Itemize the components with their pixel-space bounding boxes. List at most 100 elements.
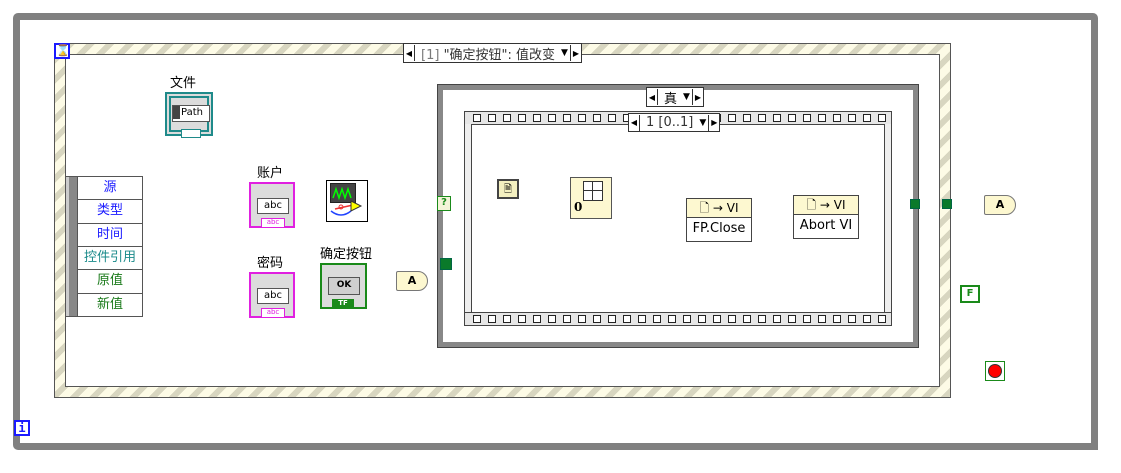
film-hole: [773, 315, 781, 323]
password-terminal[interactable]: abc abc: [249, 272, 295, 318]
false-constant[interactable]: F: [960, 285, 980, 303]
film-hole: [803, 114, 811, 122]
event-data-node[interactable]: 源类型时间控件引用原值新值: [65, 176, 143, 317]
ok-display: OK: [328, 277, 360, 295]
film-hole: [533, 315, 541, 323]
film-hole: [758, 114, 766, 122]
event-data-field[interactable]: 原值: [78, 270, 142, 294]
film-hole: [818, 114, 826, 122]
film-hole: [683, 315, 691, 323]
and-gate[interactable]: A: [396, 271, 428, 291]
film-hole: [488, 114, 496, 122]
film-hole: [773, 114, 781, 122]
this-vi-icon[interactable]: 🗎: [497, 179, 519, 199]
event-data-node-handle[interactable]: [66, 177, 78, 316]
event-data-field[interactable]: 源: [78, 177, 142, 201]
film-hole: [503, 315, 511, 323]
film-hole: [593, 114, 601, 122]
film-hole: [578, 315, 586, 323]
invoke-node-abort-vi[interactable]: 🗋 → VI Abort VI: [793, 195, 859, 239]
prev-case-arrow-icon[interactable]: ◀: [647, 89, 658, 105]
film-hole: [638, 315, 646, 323]
string-badge: abc: [261, 218, 285, 228]
invoke-method-name[interactable]: Abort VI: [799, 218, 853, 233]
iteration-terminal: i: [14, 420, 30, 436]
film-hole: [593, 315, 601, 323]
film-hole: [758, 315, 766, 323]
and-gate[interactable]: A: [984, 195, 1016, 215]
film-hole: [623, 315, 631, 323]
film-hole: [653, 315, 661, 323]
film-hole: [668, 315, 676, 323]
event-name: "确定按钮": 值改变: [443, 47, 556, 63]
film-hole: [563, 315, 571, 323]
stop-condition-terminal[interactable]: [985, 361, 1005, 381]
ok-button-terminal[interactable]: OK TF: [320, 263, 367, 309]
event-data-field[interactable]: 新值: [96, 296, 123, 312]
film-hole: [548, 114, 556, 122]
film-hole: [743, 315, 751, 323]
film-hole: [503, 114, 511, 122]
next-case-arrow-icon[interactable]: ▶: [569, 45, 581, 61]
case-selector[interactable]: ◀ 真 ▼ ▶: [646, 87, 704, 107]
film-hole: [488, 315, 496, 323]
path-display: Path: [172, 105, 210, 122]
invoke-method-name[interactable]: FP.Close: [692, 221, 746, 236]
invoke-node-fp-close[interactable]: 🗋 → VI FP.Close: [686, 198, 752, 242]
sequence-right-edge: [884, 124, 891, 313]
grid-icon: [583, 181, 603, 201]
film-hole: [833, 114, 841, 122]
case-selector-terminal[interactable]: ?: [437, 196, 451, 211]
film-hole: [698, 315, 706, 323]
film-hole: [743, 114, 751, 122]
chevron-down-icon[interactable]: ▼: [683, 92, 690, 102]
film-hole: [863, 315, 871, 323]
next-case-arrow-icon[interactable]: ▶: [691, 89, 703, 105]
prev-frame-arrow-icon[interactable]: ◀: [629, 114, 640, 131]
event-data-field[interactable]: 类型: [78, 200, 142, 224]
film-hole: [833, 315, 841, 323]
film-hole: [728, 114, 736, 122]
open-vi-reference-node[interactable]: 0: [570, 177, 612, 219]
event-data-field[interactable]: 时间: [78, 224, 142, 247]
film-hole: [878, 114, 886, 122]
film-hole: [863, 114, 871, 122]
account-label: 账户: [257, 166, 284, 181]
chevron-down-icon[interactable]: ▼: [699, 117, 707, 128]
film-hole: [473, 114, 481, 122]
film-hole: [533, 114, 541, 122]
hourglass-icon[interactable]: ⌛: [54, 43, 70, 59]
ok-button-label: 确定按钮: [320, 247, 373, 262]
next-frame-arrow-icon[interactable]: ▶: [708, 114, 719, 131]
event-selector[interactable]: ◀ [1] "确定按钮": 值改变 ▼ ▶: [403, 43, 582, 63]
stop-icon: [989, 365, 1001, 377]
invoke-header: 🗋 → VI: [794, 196, 858, 215]
login-subvi[interactable]: [326, 180, 368, 222]
film-hole: [518, 114, 526, 122]
case-selector-label: 真: [664, 91, 678, 107]
invoke-header: 🗋 → VI: [687, 199, 751, 218]
film-hole: [818, 315, 826, 323]
sequence-selector[interactable]: ◀ 1 [0..1] ▼ ▶: [628, 113, 721, 132]
file-path-terminal[interactable]: Path: [165, 92, 213, 138]
film-hole: [578, 114, 586, 122]
event-data-field[interactable]: 控件引用: [78, 247, 142, 271]
event-selector-label[interactable]: [1] "确定按钮": 值改变: [415, 44, 561, 63]
film-hole: [878, 315, 886, 323]
film-hole: [473, 315, 481, 323]
film-hole: [608, 114, 616, 122]
prev-case-arrow-icon[interactable]: ◀: [404, 45, 415, 61]
tunnel: [910, 199, 920, 209]
film-hole: [788, 114, 796, 122]
film-hole: [803, 315, 811, 323]
sequence-left-edge: [465, 124, 472, 313]
account-display: abc: [257, 198, 289, 214]
chevron-down-icon[interactable]: ▼: [561, 48, 568, 58]
film-hole: [608, 315, 616, 323]
file-label: 文件: [170, 76, 197, 91]
film-hole: [728, 315, 736, 323]
open-ref-constant: 0: [574, 200, 583, 214]
film-hole: [713, 315, 721, 323]
account-terminal[interactable]: abc abc: [249, 182, 295, 228]
film-hole: [548, 315, 556, 323]
